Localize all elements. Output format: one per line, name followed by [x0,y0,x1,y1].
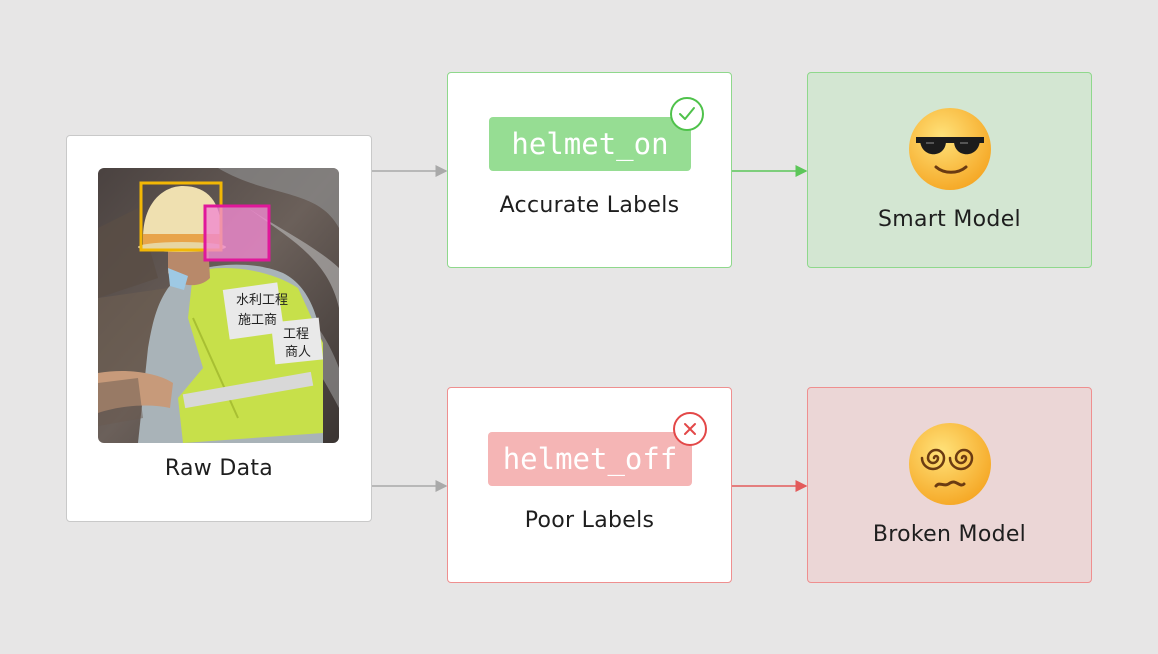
vest-text-3: 工程 [283,327,309,342]
helmet-off-tag: helmet_off [488,432,692,486]
raw-data-label: Raw Data [164,456,274,481]
poor-labels-card: helmet_off Poor Labels [447,387,732,583]
dizzy-face-icon [908,422,992,506]
worker-photo: 水利工程 施工商 工程 商人 [98,168,339,443]
bbox-helmet-magenta [203,204,271,262]
broken-model-card: Broken Model [807,387,1092,583]
vest-text-4: 商人 [285,345,311,360]
poor-labels-label: Poor Labels [524,508,655,533]
vest-text-1: 水利工程 [236,293,288,308]
smart-model-label: Smart Model [878,207,1021,232]
accurate-labels-label: Accurate Labels [499,193,680,218]
smart-model-card: Smart Model [807,72,1092,268]
helmet-on-tag: helmet_on [489,117,691,171]
sunglasses-face-icon [908,107,992,191]
broken-model-label: Broken Model [872,522,1027,547]
check-icon [670,97,704,131]
cross-icon [673,412,707,446]
accurate-labels-card: helmet_on Accurate Labels [447,72,732,268]
vest-text-2: 施工商 [238,313,277,328]
raw-data-card: 水利工程 施工商 工程 商人 Raw Data [66,135,372,522]
